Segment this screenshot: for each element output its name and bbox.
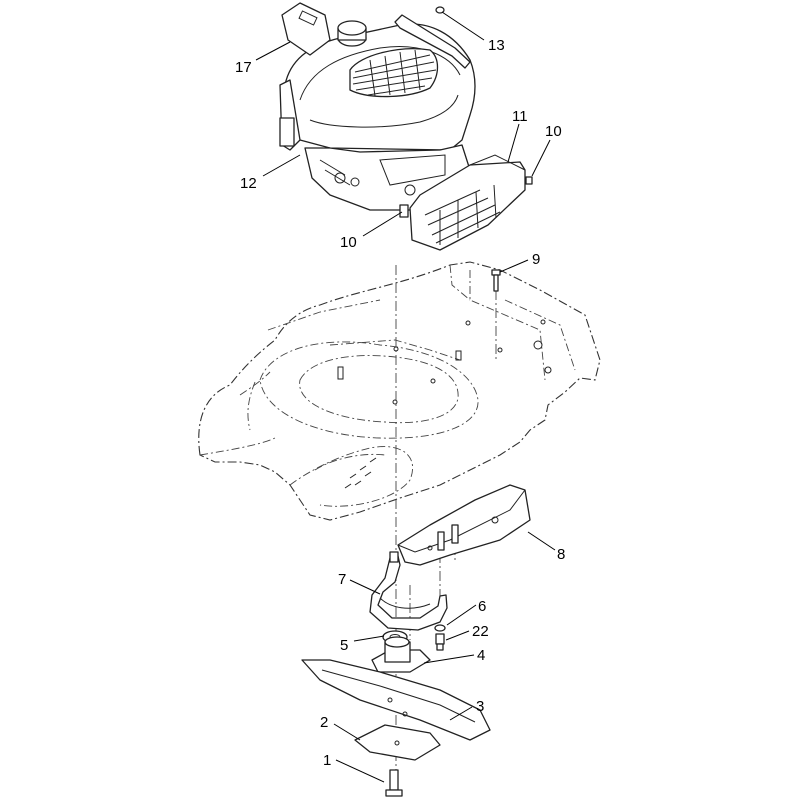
leader-lines [255,11,556,783]
callout-12: 12 [240,175,257,192]
blade-stiffener [354,724,441,761]
muffler-guard [409,154,533,251]
engine-decal [281,2,331,56]
blade-bolt [385,769,403,797]
callout-7: 7 [338,571,346,588]
callout-4: 4 [477,647,485,664]
callout-5: 5 [340,637,348,654]
blade-adapter [371,636,431,673]
bolt-9 [491,269,501,292]
nut-13 [435,6,445,14]
callout-10-lower: 10 [340,234,357,251]
callout-9: 9 [532,251,540,268]
callout-6: 6 [478,598,486,615]
baffle [397,484,531,566]
mower-deck [198,261,601,521]
blade [301,659,491,741]
bolt-22 [435,633,445,651]
callout-8: 8 [557,546,565,563]
callout-22: 22 [472,623,489,640]
callout-13: 13 [488,37,505,54]
callout-labels: 17 13 11 10 12 10 9 8 7 6 22 5 4 3 2 1 [235,37,565,769]
callout-17: 17 [235,59,252,76]
callout-1: 1 [323,752,331,769]
callout-2: 2 [320,714,328,731]
callout-3: 3 [476,698,484,715]
washer-6 [434,624,446,632]
callout-11: 11 [512,108,528,125]
callout-10-upper: 10 [545,123,562,140]
bail-bracket [369,551,448,631]
